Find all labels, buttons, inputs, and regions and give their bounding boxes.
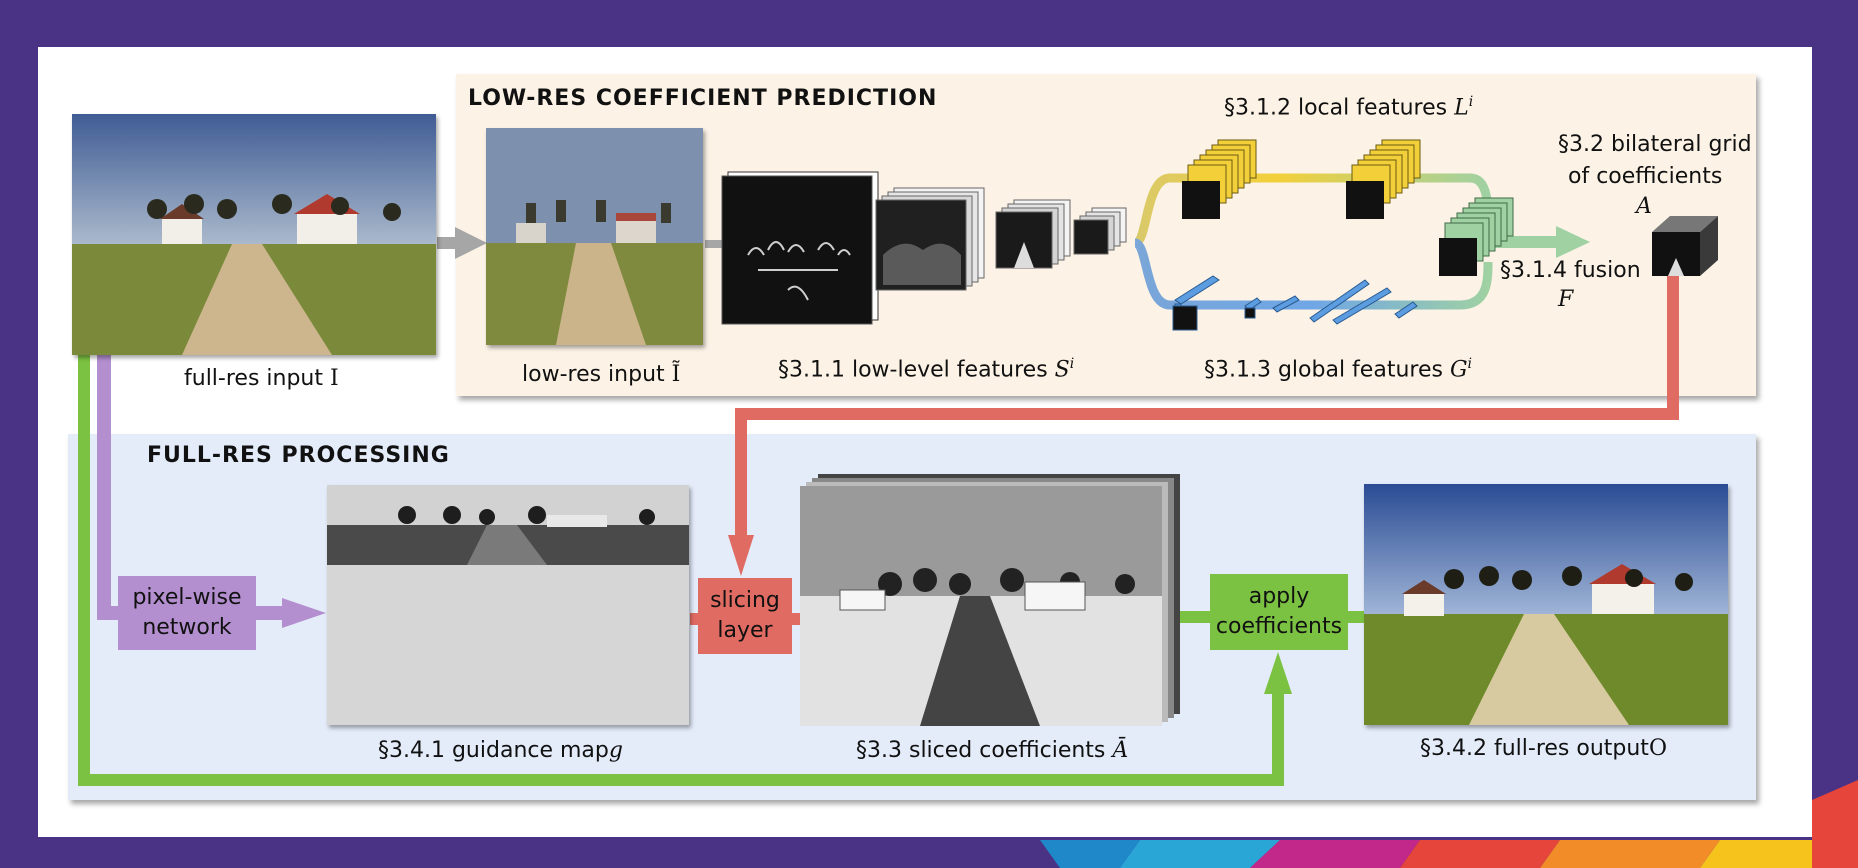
input-to-apply-arrow [78,355,1284,786]
global-branch-line [1133,238,1493,310]
bilateral-grid-symbol: A [1636,194,1652,219]
global-features-bars [1172,275,1418,331]
low-res-input-image [486,128,703,345]
guidance-map-label: §3.4.1 guidance mapg [378,738,623,763]
full-res-input-image [72,114,436,355]
local-features-label: §3.1.2 local features Li [1224,94,1474,121]
feature-map-1 [721,171,879,325]
feature-map-3 [995,199,1071,269]
full-res-output-image [1364,484,1728,725]
bilateral-grid-label-line2: of coefficients [1568,164,1723,189]
sliced-coefficients-label: §3.3 sliced coefficients Ā [856,738,1129,763]
downsample-arrow [437,237,457,249]
bilateral-grid-cube [1652,216,1718,276]
full-res-input-label: full-res input I [184,366,339,391]
low-level-feature-stacks [721,171,1127,325]
low-level-features-label: §3.1.1 low-level features Si [778,356,1075,383]
bilateral-grid-label-line1: §3.2 bilateral grid [1558,132,1752,157]
local-features-stacks [1182,139,1421,219]
fused-feature-stack [1439,197,1514,276]
grid-to-slice-arrow [735,272,1679,540]
sliced-coefficients-stack [800,474,1180,726]
fusion-label: §3.1.4 fusion [1500,258,1641,283]
feature-map-4 [1073,207,1127,255]
fullres-panel-title: FULL-RES PROCESSING [147,443,450,468]
guidance-map-image [327,485,689,725]
lowres-panel-title: LOW-RES COEFFICIENT PREDICTION [468,86,938,111]
feature-map-2 [875,187,985,291]
low-res-input-label: low-res input Ĩ [522,362,681,387]
global-features-label: §3.1.3 global features Gi [1204,356,1473,383]
fusion-symbol: F [1558,287,1574,312]
full-res-output-label: §3.4.2 full-res outputO [1420,736,1667,761]
input-to-pixelwise-arrow [97,355,120,620]
